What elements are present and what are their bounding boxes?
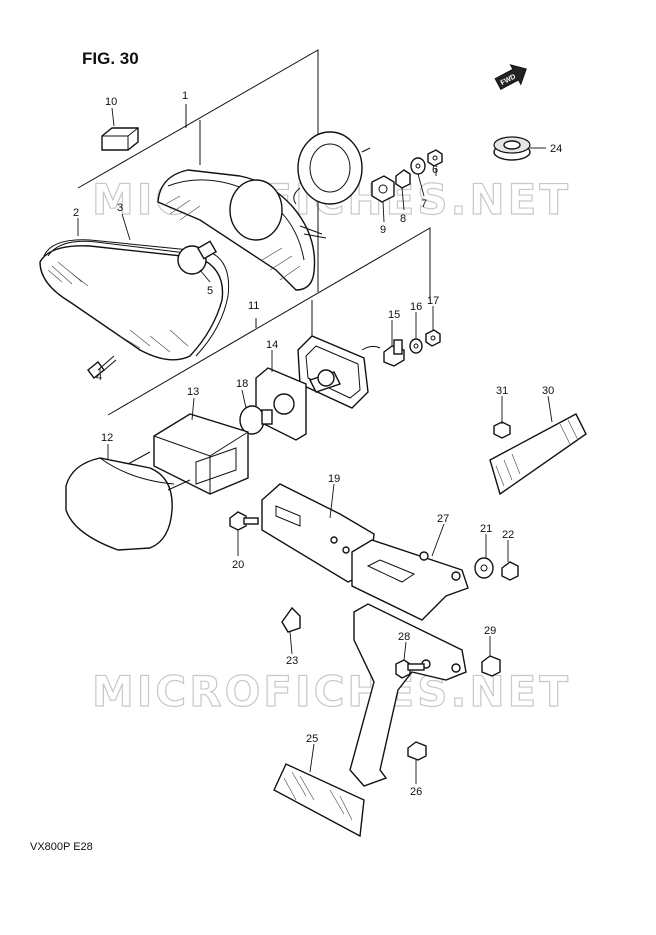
part-27-plate [351,539,469,621]
callout-18: 18 [236,378,248,390]
part-4-screw [87,355,117,379]
callout-13: 13 [187,386,199,398]
part-31-nut [493,421,511,439]
part-20-bolt [229,511,259,531]
part-6-nut [427,149,443,167]
callout-9: 9 [380,224,386,236]
callout-31: 31 [496,385,508,397]
callout-1: 1 [182,90,188,102]
callout-10: 10 [105,96,117,108]
part-11-license-housing [297,335,381,409]
callout-30: 30 [542,385,554,397]
part-13-cover [153,413,249,495]
group-bracket-license-light [107,227,431,416]
group-bracket-tail-light [77,49,319,292]
part-25-reflector [273,763,365,838]
callout-16: 16 [410,301,422,313]
callout-27: 27 [437,513,449,525]
part-9-nut [371,175,395,203]
model-code: VX800P E28 [30,841,93,853]
figure-title: FIG. 30 [82,49,139,68]
callout-11: 11 [248,300,259,312]
part-29-nut [481,655,501,677]
part-10-cushion [101,127,139,151]
part-23-bolt [281,606,301,633]
part-17-nut [425,329,441,347]
part-3-tail-lens [39,240,224,361]
part-7-washer [410,157,426,175]
fwd-arrow-icon: FWD [494,64,527,90]
callout-28: 28 [398,631,410,643]
part-1-socket-cover [293,131,371,205]
callout-4: 4 [96,371,102,383]
callout-25: 25 [306,733,318,745]
callout-6: 6 [432,164,438,176]
callout-8: 8 [400,213,406,225]
part-16-washer [409,338,423,354]
callout-3: 3 [117,202,123,214]
callout-17: 17 [427,295,439,307]
part-26-nut [407,741,427,761]
callout-23: 23 [286,655,298,667]
callout-7: 7 [421,198,427,210]
callout-26: 26 [410,786,422,798]
callout-19: 19 [328,473,340,485]
callout-24: 24 [550,143,562,155]
part-18-bulb [239,405,273,435]
part-1-tail-housing [157,169,327,291]
callouts: 1 2 3 4 5 6 7 8 9 10 11 12 13 14 15 16 1… [73,90,562,798]
part-11-socket [309,369,341,393]
part-30-reflector [489,413,587,496]
callout-22: 22 [502,529,514,541]
part-15-bolt [383,339,405,367]
part-8-spacer [395,169,411,189]
part-12-lens [65,451,191,551]
callout-21: 21 [480,523,492,535]
watermark-bottom: MICROFICHES.NET [92,667,571,716]
part-24-grommet [493,136,531,161]
callout-2: 2 [73,207,79,219]
callout-29: 29 [484,625,496,637]
part-21-washer [474,557,494,579]
callout-14: 14 [266,339,278,351]
part-2-gasket [43,239,230,357]
leader-lines [77,107,553,784]
part-14-plate [255,367,307,441]
callout-20: 20 [232,559,244,571]
callout-5: 5 [207,285,213,297]
part-5-bulb [177,240,218,275]
part-22-nut [501,561,519,581]
callout-15: 15 [388,309,400,321]
callout-12: 12 [101,432,113,444]
